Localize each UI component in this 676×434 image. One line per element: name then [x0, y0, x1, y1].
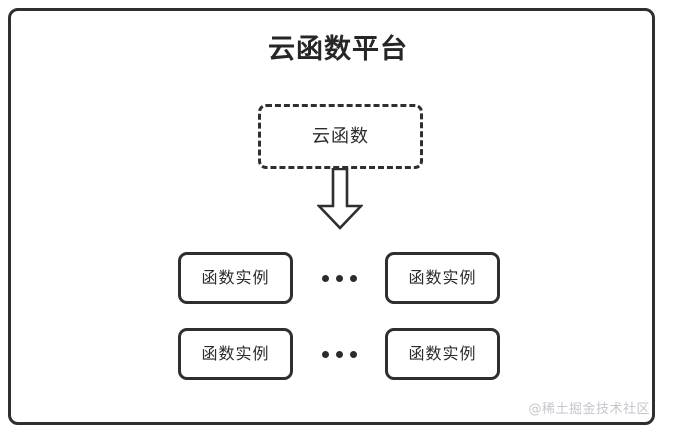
ellipsis-dot [349, 350, 357, 358]
down-block-arrow-icon [317, 168, 363, 230]
watermark: @稀土掘金技术社区 [528, 402, 650, 417]
page-title: 云函数平台 [268, 34, 408, 65]
ellipsis-dot [321, 274, 329, 282]
ellipsis-indicator [321, 252, 357, 304]
function-instance-box: 函数实例 [178, 252, 293, 304]
function-instance-box: 函数实例 [385, 328, 500, 380]
function-instance-box: 函数实例 [178, 328, 293, 380]
function-instance-label: 函数实例 [201, 268, 270, 287]
instance-row: 函数实例 函数实例 [178, 328, 500, 380]
cloud-function-node: 云函数 [258, 104, 423, 169]
ellipsis-indicator [321, 328, 357, 380]
function-instance-label: 函数实例 [408, 268, 477, 287]
function-instance-box: 函数实例 [385, 252, 500, 304]
ellipsis-dot [349, 274, 357, 282]
function-instance-label: 函数实例 [201, 344, 270, 363]
ellipsis-dot [321, 350, 329, 358]
function-instance-label: 函数实例 [408, 344, 477, 363]
cloud-function-node-label: 云函数 [312, 125, 369, 147]
ellipsis-dot [335, 350, 343, 358]
instance-row: 函数实例 函数实例 [178, 252, 500, 304]
ellipsis-dot [335, 274, 343, 282]
